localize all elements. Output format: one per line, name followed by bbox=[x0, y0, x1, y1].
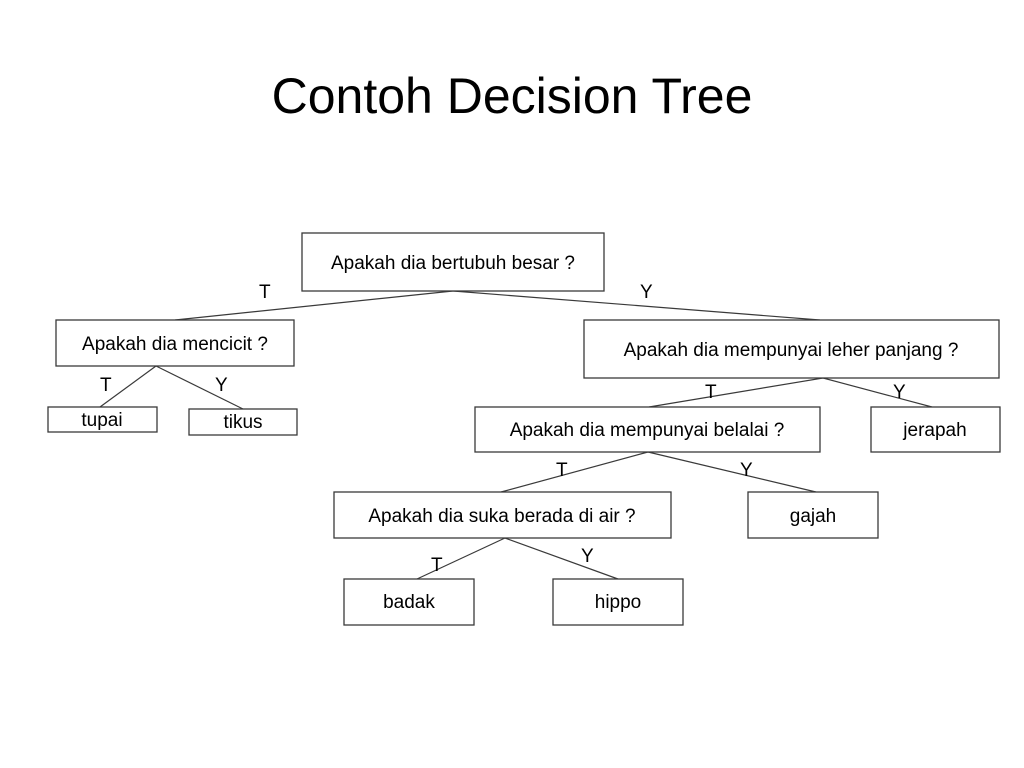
node-leaf-jerapah-label: jerapah bbox=[902, 420, 966, 441]
node-leaf-gajah-label: gajah bbox=[790, 506, 837, 527]
edge-label-belalai-gajah: Y bbox=[740, 460, 753, 481]
edge-besar-mencicit bbox=[174, 290, 454, 321]
node-leaf-gajah-box bbox=[747, 491, 879, 539]
node-q-mencicit: Apakah dia mencicit ? bbox=[55, 319, 295, 367]
node-q-besar-box bbox=[301, 232, 605, 292]
edge-label-air-hippo: Y bbox=[581, 546, 594, 567]
edge-leher-belalai bbox=[648, 377, 824, 408]
edge-air-badak bbox=[416, 537, 506, 580]
node-leaf-tikus: tikus bbox=[188, 408, 298, 436]
node-leaf-tikus-label: tikus bbox=[223, 412, 262, 433]
node-q-belalai: Apakah dia mempunyai belalai ? bbox=[474, 406, 821, 453]
edge-labels: T Y T Y T Y T Y T Y bbox=[100, 282, 906, 576]
node-leaf-badak-label: badak bbox=[383, 592, 435, 613]
edge-label-air-badak: T bbox=[431, 555, 443, 576]
node-leaf-hippo: hippo bbox=[552, 578, 684, 626]
node-leaf-hippo-label: hippo bbox=[595, 592, 642, 613]
node-q-leher-box bbox=[583, 319, 1000, 379]
edge-belalai-gajah bbox=[647, 451, 817, 493]
node-leaf-tupai-box bbox=[47, 406, 158, 433]
edge-air-hippo bbox=[504, 537, 619, 580]
edge-besar-leher bbox=[452, 290, 821, 321]
node-leaf-tupai-label: tupai bbox=[81, 410, 122, 431]
slide-title: Contoh Decision Tree bbox=[271, 68, 753, 124]
edge-label-besar-leher: Y bbox=[640, 282, 653, 303]
node-q-leher: Apakah dia mempunyai leher panjang ? bbox=[583, 319, 1000, 379]
node-leaf-tikus-box bbox=[188, 408, 298, 436]
tree-edges bbox=[99, 290, 933, 580]
node-q-mencicit-label: Apakah dia mencicit ? bbox=[82, 334, 268, 355]
edge-mencicit-tikus bbox=[155, 365, 244, 410]
edge-label-mencicit-tupai: T bbox=[100, 375, 112, 396]
node-q-air-label: Apakah dia suka berada di air ? bbox=[368, 506, 635, 527]
node-q-besar: Apakah dia bertubuh besar ? bbox=[301, 232, 605, 292]
node-q-leher-label: Apakah dia mempunyai leher panjang ? bbox=[624, 340, 959, 361]
edge-label-mencicit-tikus: Y bbox=[215, 375, 228, 396]
edge-leher-jerapah bbox=[822, 377, 933, 408]
edge-label-leher-belalai: T bbox=[705, 382, 717, 403]
node-leaf-jerapah-box bbox=[870, 406, 1001, 453]
node-leaf-tupai: tupai bbox=[47, 406, 158, 433]
node-leaf-jerapah: jerapah bbox=[870, 406, 1001, 453]
node-q-belalai-box bbox=[474, 406, 821, 453]
node-q-air: Apakah dia suka berada di air ? bbox=[333, 491, 672, 539]
edge-mencicit-tupai bbox=[99, 365, 157, 408]
node-q-air-box bbox=[333, 491, 672, 539]
edge-label-leher-jerapah: Y bbox=[893, 382, 906, 403]
edge-belalai-air bbox=[500, 451, 649, 493]
node-leaf-badak-box bbox=[343, 578, 475, 626]
node-leaf-badak: badak bbox=[343, 578, 475, 626]
node-leaf-hippo-box bbox=[552, 578, 684, 626]
node-q-belalai-label: Apakah dia mempunyai belalai ? bbox=[510, 420, 785, 441]
node-leaf-gajah: gajah bbox=[747, 491, 879, 539]
node-q-mencicit-box bbox=[55, 319, 295, 367]
node-q-besar-label: Apakah dia bertubuh besar ? bbox=[331, 253, 575, 274]
edge-label-besar-mencicit: T bbox=[259, 282, 271, 303]
edge-label-belalai-air: T bbox=[556, 460, 568, 481]
